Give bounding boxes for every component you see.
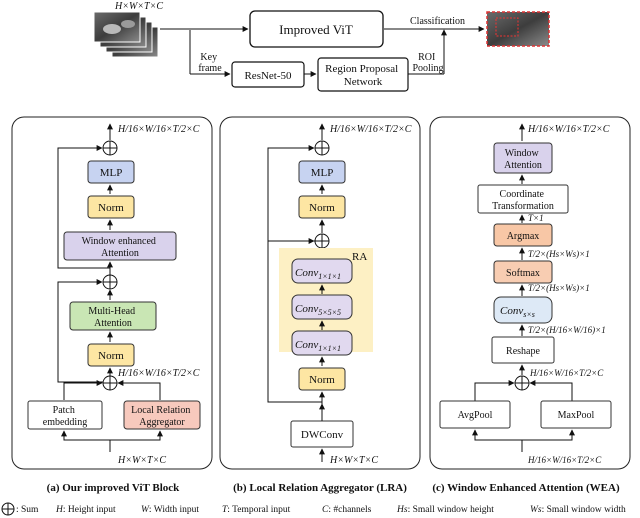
panel-c-argmax-label: Argmax (507, 231, 540, 242)
panel-c-reshape-label: Reshape (506, 346, 540, 357)
panel-a-sum-top-icon (102, 140, 118, 156)
panel-a-norm-top-label: Norm (98, 202, 124, 214)
panel-b-norm-top-box (298, 195, 346, 219)
panel-a: H/16×W/16×T/2×C MLP Norm Window enhanced… (11, 116, 213, 494)
panel-a-sum-mid-icon (102, 274, 118, 290)
panel-c-window-attention-box (493, 142, 553, 174)
panel-a-lra-box (123, 400, 201, 430)
panel-c-softmax-label: Softmax (506, 268, 540, 279)
classification-label: Classification (410, 16, 465, 27)
panel-a-norm-bottom-box (87, 343, 135, 367)
panel-a-in-dims: H×W×T×C (117, 455, 166, 466)
panel-b-sum-mid-icon (314, 233, 330, 249)
panel-a-patch-box (27, 400, 103, 430)
panel-b-conv3-label: Conv1×1×1 (295, 339, 341, 353)
legend-text: : Sum H: Height input W: Width input T: … (16, 505, 626, 515)
panel-c-sum-icon (514, 375, 530, 391)
panel-b: H/16×W/16×T/2×C MLP Norm RA Conv1×1×1 Co… (219, 116, 421, 494)
panel-c-dim-argmax: T×1 (528, 213, 544, 223)
panel-a-mha-label: Multi-Head Attention (88, 306, 137, 329)
panel-c-in-dims: H/16×W/16×T/2×C (527, 455, 602, 465)
panel-c-coord-box (477, 184, 569, 214)
input-video-frames-image (93, 11, 159, 58)
panel-c-caption: (c) Window Enhanced Attention (WEA) (432, 482, 620, 494)
panel-a-wea-box (63, 231, 177, 261)
panel-c-maxpool-label: MaxPool (558, 410, 595, 421)
panel-b-norm-bottom-label: Norm (309, 374, 335, 386)
panel-c-dim-reshape: T/2×(H/16×W/16)×1 (528, 325, 606, 335)
improved-vit-label: Improved ViT (279, 22, 353, 37)
key-frame-label: Key frame (198, 52, 222, 74)
panel-c-argmax-box (493, 223, 553, 247)
panel-b-dwconv-label: DWConv (301, 429, 344, 441)
panel-c-dim-softmax: T/2×(Hs×Ws)×1 (528, 249, 590, 259)
roi-pooling-label: ROI Pooling (412, 52, 443, 74)
panel-b-out-dims: H/16×W/16×T/2×C (329, 124, 412, 135)
panel-b-conv1-label: Conv1×1×1 (295, 267, 341, 281)
top-pipeline: H×W×T×C Improved ViT Classification Key … (93, 1, 550, 92)
input-dims-label: H×W×T×C (114, 1, 163, 12)
rpn-label: Region Proposal Network (325, 63, 401, 88)
panel-b-mlp-box (298, 160, 346, 184)
panel-a-mlp-box (87, 160, 135, 184)
panel-b-norm-top-label: Norm (309, 202, 335, 214)
panel-c-reshape-box (491, 336, 555, 364)
improved-vit-box (249, 10, 384, 48)
panel-b-mlp-label: MLP (311, 167, 334, 179)
panel-c-maxpool-box (540, 400, 612, 429)
panel-a-norm-bottom-label: Norm (98, 350, 124, 362)
panel-c: H/16×W/16×T/2×C Window Attention Coordin… (429, 116, 631, 494)
resnet-label: ResNet-50 (244, 70, 292, 82)
panel-b-in-dims: H×W×T×C (329, 455, 378, 466)
panel-a-patch-label: Patch embedding (43, 405, 87, 428)
panel-c-softmax-box (493, 260, 553, 284)
panel-b-conv3-box (291, 330, 353, 356)
panel-b-conv1-box (291, 258, 353, 284)
panel-c-conv-label: Convs×s (500, 305, 535, 319)
panel-a-caption: (a) Our improved ViT Block (47, 482, 181, 494)
panel-a-norm-top-box (87, 195, 135, 219)
panel-b-ra-label: RA (352, 251, 367, 263)
panel-c-window-attention-label: Window Attention (504, 148, 542, 171)
legend: : Sum H: Height input W: Width input T: … (1, 502, 626, 516)
panel-a-mid-dims: H/16×W/16×T/2×C (117, 368, 200, 379)
panel-a-mha-box (69, 301, 157, 331)
panel-c-avgpool-box (439, 400, 511, 429)
panel-b-sum-top-icon (314, 140, 330, 156)
panel-a-out-dims: H/16×W/16×T/2×C (117, 124, 200, 135)
panel-c-dim-sum: H/16×W/16×T/2×C (529, 368, 604, 378)
panel-b-caption: (b) Local Relation Aggregator (LRA) (233, 482, 407, 494)
panel-c-out-dims: H/16×W/16×T/2×C (527, 124, 610, 135)
panel-a-wea-label: Window enhanced Attention (82, 236, 159, 259)
panel-c-avgpool-label: AvgPool (458, 410, 493, 421)
panel-b-conv2-label: Conv5×5×5 (295, 303, 341, 317)
panel-a-sum-bottom-icon (102, 375, 118, 391)
panel-c-conv-box (493, 296, 553, 324)
panel-a-mlp-label: MLP (100, 167, 123, 179)
panel-b-conv2-box (291, 294, 353, 320)
output-frame-image (486, 11, 550, 47)
panel-b-norm-bottom-box (298, 367, 346, 391)
panel-c-coord-label: Coordinate Transformation (492, 189, 554, 212)
panel-c-dim-conv: T/2×(Hs×Ws)×1 (528, 283, 590, 293)
panel-a-lra-label: Local Relation Aggregator (131, 405, 193, 428)
legend-sum-icon (1, 502, 15, 516)
